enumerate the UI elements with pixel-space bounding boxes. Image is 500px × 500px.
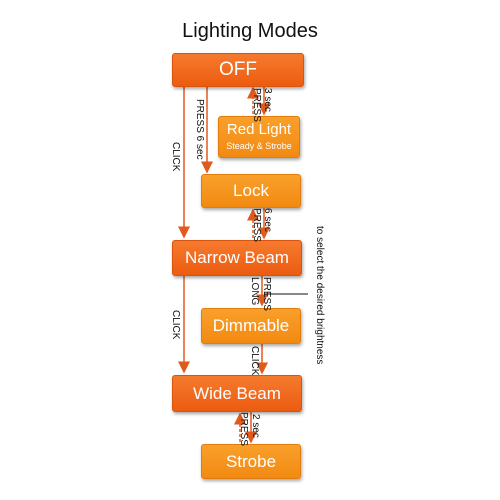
strobe-box: Strobe bbox=[201, 444, 301, 479]
dimmable-box: Dimmable bbox=[201, 308, 301, 344]
dim-click-label: CLICK bbox=[249, 346, 260, 376]
off-label: OFF bbox=[219, 59, 257, 80]
brightness-note: to select the desired brightness bbox=[314, 226, 325, 365]
off-press3-label: PRESS bbox=[251, 88, 262, 122]
lock-label: Lock bbox=[233, 181, 269, 200]
off-click-label: CLICK bbox=[170, 142, 181, 172]
off-press3-time-label: 3 sec bbox=[262, 88, 273, 112]
off-box: OFF bbox=[172, 53, 304, 87]
narrow-click-label: CLICK bbox=[170, 310, 181, 340]
off-press6-label: PRESS 6 sec bbox=[194, 99, 205, 160]
narrow-press-label: PRESS bbox=[261, 277, 272, 311]
narrow-beam-label: Narrow Beam bbox=[185, 248, 289, 267]
lock-press-label: PRESS bbox=[251, 208, 262, 242]
red-light-sublabel: Steady & Strobe bbox=[226, 141, 292, 151]
diagram-title: Lighting Modes bbox=[182, 20, 318, 42]
narrow-beam-box: Narrow Beam bbox=[172, 240, 302, 276]
wide-press-label: PRESS bbox=[238, 412, 249, 446]
lock-press-time-label: 6 sec bbox=[262, 208, 273, 232]
red-light-box: Red Light Steady & Strobe bbox=[218, 116, 300, 158]
strobe-label: Strobe bbox=[225, 452, 277, 471]
wide-press-time-label: 2 sec bbox=[250, 414, 261, 438]
lock-box: Lock bbox=[201, 174, 301, 208]
dimmable-label: Dimmable bbox=[212, 316, 290, 335]
wide-beam-box: Wide Beam bbox=[172, 375, 302, 412]
wide-beam-label: Wide Beam bbox=[193, 384, 281, 403]
narrow-long-label: LONG bbox=[249, 277, 260, 306]
red-light-label: Red Light bbox=[226, 121, 292, 138]
